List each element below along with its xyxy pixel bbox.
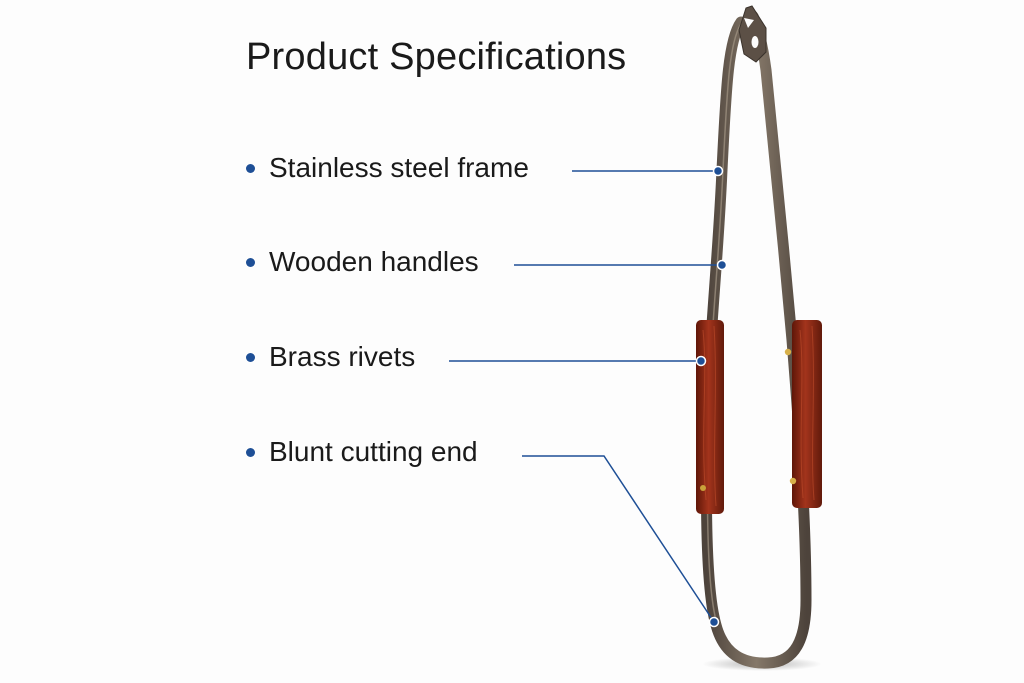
wooden-handle-right — [792, 320, 822, 508]
spec-item-frame: Stainless steel frame — [246, 150, 529, 186]
bullet-icon — [246, 352, 255, 362]
wood-grain-right — [799, 325, 815, 501]
spec-label: Blunt cutting end — [269, 436, 478, 467]
wood-grain-left — [702, 325, 717, 507]
pivot-tip — [738, 5, 767, 63]
spec-item-cutting-end: Blunt cutting end — [246, 434, 478, 470]
spec-label: Brass rivets — [269, 341, 416, 372]
brass-rivet — [700, 485, 706, 491]
callout-dot-rivets — [695, 355, 707, 367]
bullet-icon — [246, 257, 255, 267]
callout-dot-handles — [716, 259, 728, 271]
bullet-icon — [246, 447, 255, 457]
spec-item-handles: Wooden handles — [246, 244, 479, 280]
pivot-notch — [744, 18, 754, 28]
page-title: Product Specifications — [246, 36, 627, 78]
spec-label: Stainless steel frame — [269, 152, 529, 183]
bullet-icon — [246, 163, 255, 173]
spec-item-rivets: Brass rivets — [246, 339, 415, 375]
callout-dot-frame — [712, 165, 724, 177]
callout-line-cutting-end — [522, 455, 715, 623]
brass-rivet — [784, 348, 792, 356]
brass-rivet — [789, 477, 797, 485]
steel-frame-loop — [701, 10, 812, 669]
spec-label: Wooden handles — [269, 246, 479, 277]
steel-frame-highlight — [706, 23, 742, 625]
callout-dot-cutting-end — [708, 616, 720, 628]
wooden-handle-left — [696, 320, 724, 514]
pivot-hole — [751, 36, 759, 48]
